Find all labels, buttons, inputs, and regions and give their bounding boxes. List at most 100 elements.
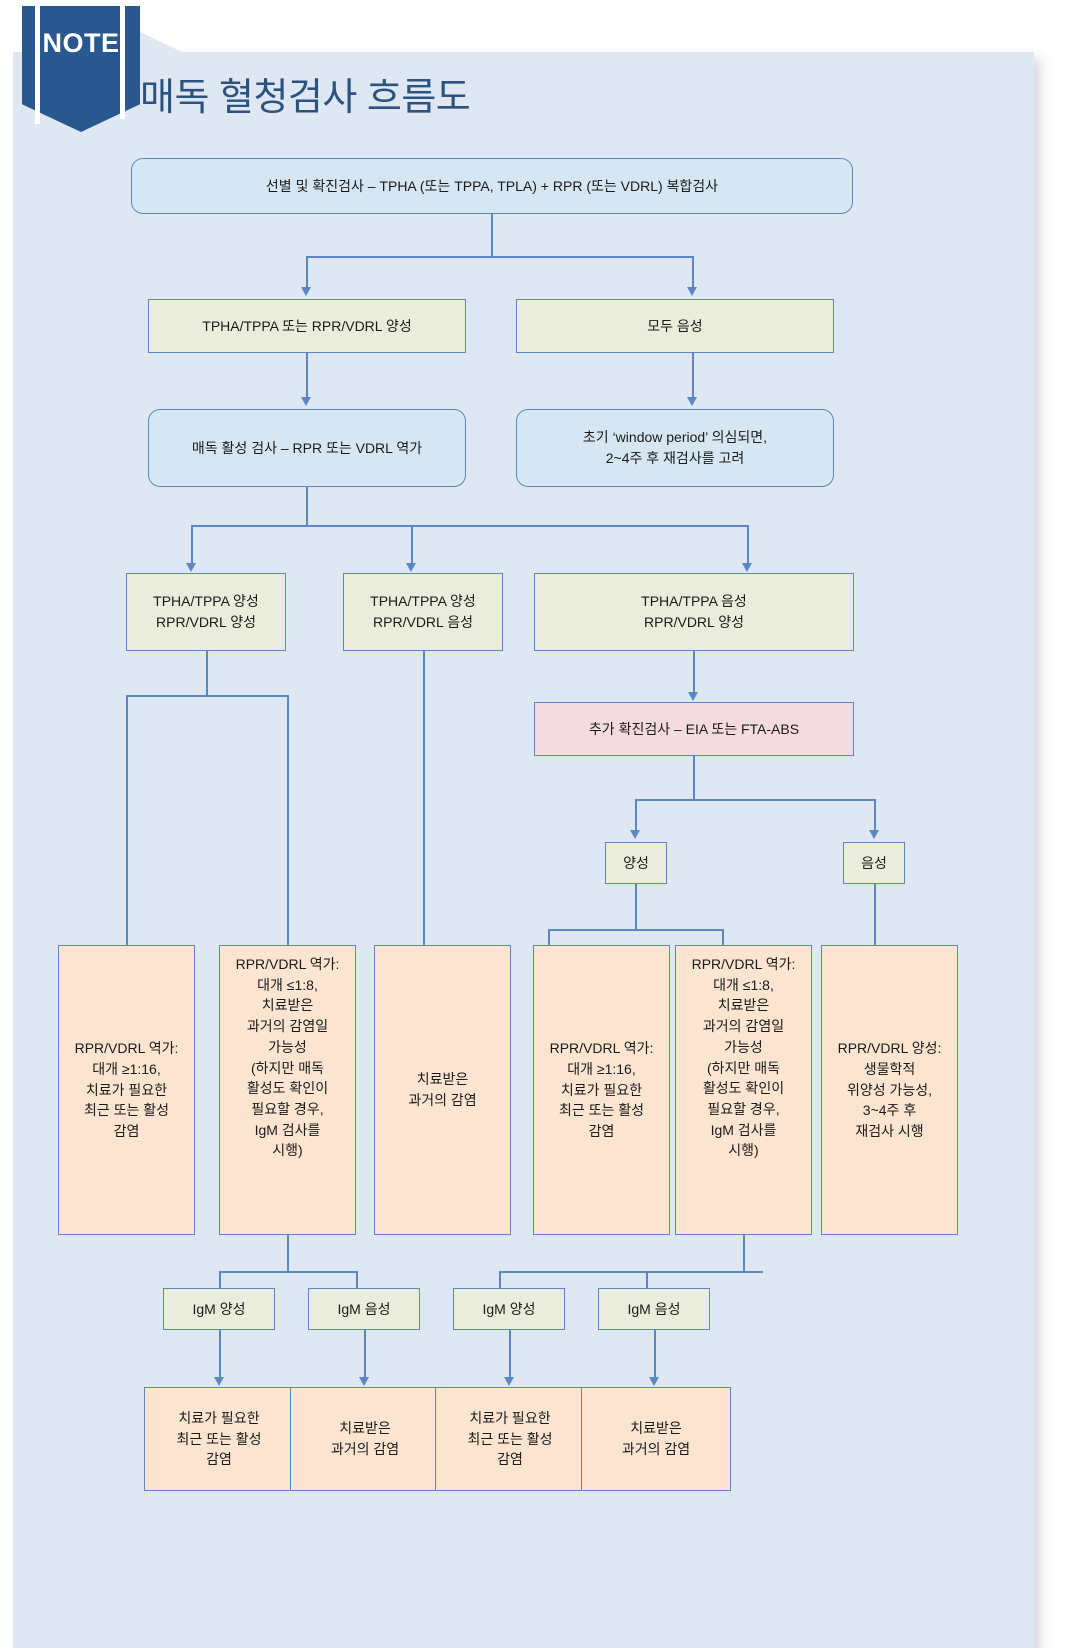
flow-node-label-line2: 2~4주 후 재검사를 고려 [605,450,745,466]
flow-node-label-line2: 대개 ≤1:8, [713,976,774,993]
flow-node-label-line3: 치료가 필요한 [560,1081,643,1098]
flow-node-tpha-pos-rpr-neg[interactable]: TPHA/TPPA 양성 RPR/VDRL 음성 [343,573,503,651]
flow-node-confirm-eia-fta[interactable]: 추가 확진검사 – EIA 또는 FTA-ABS [534,702,854,756]
flow-node-final-past-infection-1[interactable]: 치료받은 과거의 감염 [290,1387,440,1491]
flow-node-label-line2: RPR/VDRL 양성 [156,614,256,630]
flow-node-label: IgM 양성 [192,1300,246,1317]
flow-node-label-line4: 과거의 감염일 [702,1018,785,1035]
edge-n9-bus [635,799,875,801]
flow-node-igm-positive-1[interactable]: IgM 양성 [163,1288,275,1330]
note-badge-label: NOTE [42,28,120,58]
edge-n8-n9 [693,651,695,694]
flow-node-label-line8: 필요할 경우, [251,1101,324,1118]
edge-arrow-n9-n10 [630,830,640,839]
flow-node-label: IgM 음성 [337,1300,391,1317]
flow-node-result-high-titer-1[interactable]: RPR/VDRL 역가: 대개 ≥1:16, 치료가 필요한 최근 또는 활성 … [58,945,195,1235]
flow-node-label-line5: 가능성 [724,1038,763,1055]
flow-node-label: 음성 [861,854,887,871]
flow-node-label-line1: 치료받은 [339,1420,391,1437]
flow-node-all-negative[interactable]: 모두 음성 [516,299,834,353]
flow-node-label-line2: 최근 또는 활성 [176,1430,262,1447]
flow-node-result-high-titer-2[interactable]: RPR/VDRL 역가: 대개 ≥1:16, 치료가 필요한 최근 또는 활성 … [533,945,670,1235]
edge-arrow-n4-n6 [186,563,196,572]
flow-node-tpha-neg-rpr-pos[interactable]: TPHA/TPPA 음성 RPR/VDRL 양성 [534,573,854,651]
flow-node-activity-test[interactable]: 매독 활성 검사 – RPR 또는 VDRL 역가 [148,409,466,487]
edge-arrow-n8-n9 [688,692,698,701]
note-stripe-right [120,6,125,119]
flow-node-final-active-infection-2[interactable]: 치료가 필요한 최근 또는 활성 감염 [435,1387,585,1491]
flow-node-label-line2: RPR/VDRL 양성 [644,614,744,630]
flow-node-label-line1: 치료가 필요한 [178,1409,260,1426]
edge-n19-n23 [364,1330,366,1379]
flow-node-label-line3: 감염 [497,1451,523,1468]
flow-node-tpha-pos-rpr-pos[interactable]: TPHA/TPPA 양성 RPR/VDRL 양성 [126,573,286,651]
note-badge: NOTE [22,6,140,132]
flow-node-result-past-infection-1[interactable]: 치료받은 과거의 감염 [374,945,511,1235]
flow-node-label-line1: TPHA/TPPA 음성 [641,593,747,610]
flow-node-label-line2: 대개 ≤1:8, [257,976,318,993]
edge-arrow-n9-n11 [869,830,879,839]
flow-node-label-line2: RPR/VDRL 음성 [373,614,473,630]
flow-node-label-line6: (하지만 매독 [251,1059,324,1076]
flow-node-eia-positive[interactable]: 양성 [605,842,667,884]
flow-node-label-line2: 과거의 감염 [621,1441,691,1457]
flow-node-label-line4: 최근 또는 활성 [558,1102,645,1119]
flow-node-label-line2: 대개 ≥1:16, [567,1060,636,1077]
flow-node-label-line3: 치료받은 [717,997,770,1014]
flow-node-label-line7: 활성도 확인이 [246,1080,329,1097]
flow-node-label-line7: 활성도 확인이 [702,1080,785,1097]
note-stripe-left [35,6,40,124]
flow-node-label-line5: 감염 [588,1123,615,1140]
edge-n7-n14 [423,651,425,990]
flow-node-result-low-titer-1[interactable]: RPR/VDRL 역가: 대개 ≤1:8, 치료받은 과거의 감염일 가능성 (… [219,945,356,1235]
edge-n1-left-drop [306,256,308,289]
flow-node-label-line4: 3~4주 후 [862,1102,917,1119]
edge-n18-n22 [219,1330,221,1379]
flow-node-label-line1: RPR/VDRL 역가: [691,956,796,972]
edge-n10-bus [548,929,723,931]
flow-node-label-line2: 과거의 감염 [408,1092,477,1108]
flow-node-label-line10: 시행) [728,1142,759,1159]
flow-node-either-positive[interactable]: TPHA/TPPA 또는 RPR/VDRL 양성 [148,299,466,353]
flow-node-eia-negative[interactable]: 음성 [843,842,905,884]
flow-node-label-line2: 대개 ≥1:16, [92,1060,161,1077]
flow-node-window-period[interactable]: 초기 ‘window period’ 의심되면, 2~4주 후 재검사를 고려 [516,409,834,487]
edge-arrow-n1-n3 [687,287,697,296]
flow-node-label: 양성 [623,854,649,871]
edge-n9-stem [693,756,695,800]
flow-canvas: 선별 및 확진검사 – TPHA (또는 TPPA, TPLA) + RPR (… [13,52,1034,1596]
edge-arrow-n1-n2 [301,287,311,296]
flow-node-label: IgM 양성 [482,1300,536,1317]
flow-node-igm-negative-2[interactable]: IgM 음성 [598,1288,710,1330]
flow-node-result-low-titer-2[interactable]: RPR/VDRL 역가: 대개 ≤1:8, 치료받은 과거의 감염일 가능성 (… [675,945,812,1235]
edge-n6-drop-left [126,695,128,990]
edge-n6-stem [206,651,208,696]
edge-arrow-n3-n5 [687,397,697,406]
flow-node-label-line1: RPR/VDRL 양성: [837,1040,942,1057]
flow-node-combined-test[interactable]: 선별 및 확진검사 – TPHA (또는 TPPA, TPLA) + RPR (… [131,158,853,214]
edge-arrow-n2-n4 [301,397,311,406]
flow-node-label-line1: TPHA/TPPA 양성 [370,593,476,610]
flow-node-igm-negative-1[interactable]: IgM 음성 [308,1288,420,1330]
edge-n4-stem [306,487,308,526]
flow-node-label-line1: 치료받은 [416,1071,469,1088]
flow-node-label-line9: IgM 검사를 [710,1121,777,1138]
flow-node-igm-positive-2[interactable]: IgM 양성 [453,1288,565,1330]
flow-node-label: IgM 음성 [627,1300,681,1317]
edge-n3-n5 [692,353,694,399]
edge-n2-n4 [306,353,308,399]
edge-arrow-n20-n24 [504,1377,514,1386]
flow-node-result-biological-false-positive[interactable]: RPR/VDRL 양성: 생물학적 위양성 가능성, 3~4주 후 재검사 시행 [821,945,958,1235]
flow-node-final-past-infection-2[interactable]: 치료받은 과거의 감염 [581,1387,731,1491]
flow-node-label: 매독 활성 검사 – RPR 또는 VDRL 역가 [191,439,423,456]
page-title: 매독 혈청검사 흐름도 [140,77,471,119]
flow-node-final-active-infection-1[interactable]: 치료가 필요한 최근 또는 활성 감염 [144,1387,294,1491]
flow-node-label-line4: 최근 또는 활성 [83,1102,170,1119]
edge-n1-right-drop [692,256,694,289]
edge-n10-stem [635,884,637,930]
edge-arrow-n4-n7 [406,563,416,572]
edge-n11-n17 [874,884,876,990]
flow-node-label-line1: RPR/VDRL 역가: [74,1040,179,1057]
flow-node-label-line2: 과거의 감염 [330,1441,400,1457]
